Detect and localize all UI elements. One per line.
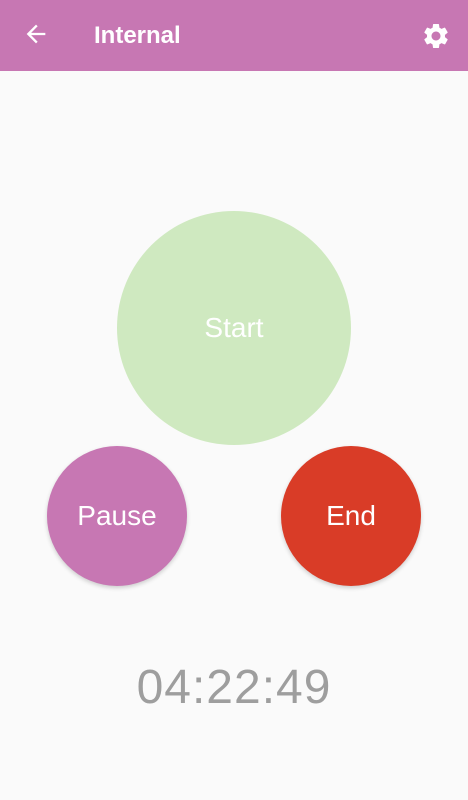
arrow-left-icon xyxy=(26,24,46,44)
pause-button[interactable]: Pause xyxy=(47,446,187,586)
app-bar: Internal xyxy=(0,0,468,71)
gear-icon xyxy=(424,23,448,48)
page-title: Internal xyxy=(94,22,181,49)
start-button[interactable]: Start xyxy=(117,211,351,445)
end-button[interactable]: End xyxy=(281,446,421,586)
elapsed-timer: 04:22:49 xyxy=(136,661,332,714)
settings-button[interactable] xyxy=(414,14,458,58)
back-button[interactable] xyxy=(16,14,56,54)
